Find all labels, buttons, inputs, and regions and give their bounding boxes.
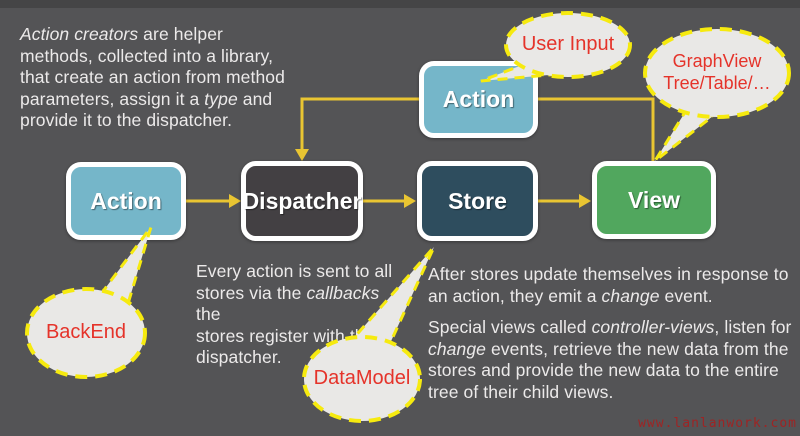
view-box: View (592, 161, 716, 239)
dispatcher-box-label: Dispatcher (242, 187, 362, 214)
user-input-bubble-label: User Input (521, 33, 615, 55)
controller-views-note: Special views called controller-views, l… (428, 317, 792, 402)
action-box-left-label: Action (90, 187, 162, 214)
view-box-label: View (628, 186, 680, 213)
action-box-left: Action (66, 162, 186, 240)
arrowhead-into-dispatcher-top (295, 149, 309, 161)
top-edge-band (0, 0, 800, 8)
watermark-text: www.lanlanwork.com (638, 416, 797, 431)
arrowhead-into-store-left (404, 194, 416, 208)
arrowhead-into-dispatcher-left (229, 194, 241, 208)
store-box-label: Store (448, 187, 507, 214)
graphview-bubble-tail (653, 107, 717, 163)
arrowhead-into-view-left (579, 194, 591, 208)
store-view-notes: After stores update themselves in respon… (428, 264, 796, 404)
store-box: Store (417, 161, 538, 241)
datamodel-bubble-label: DataModel (313, 367, 411, 389)
backend-bubble-label: BackEnd (45, 321, 127, 343)
store-change-note: After stores update themselves in respon… (428, 264, 789, 306)
action-box-top: Action (419, 61, 538, 138)
action-box-top-label: Action (442, 86, 515, 112)
dispatcher-box: Dispatcher (241, 161, 363, 241)
